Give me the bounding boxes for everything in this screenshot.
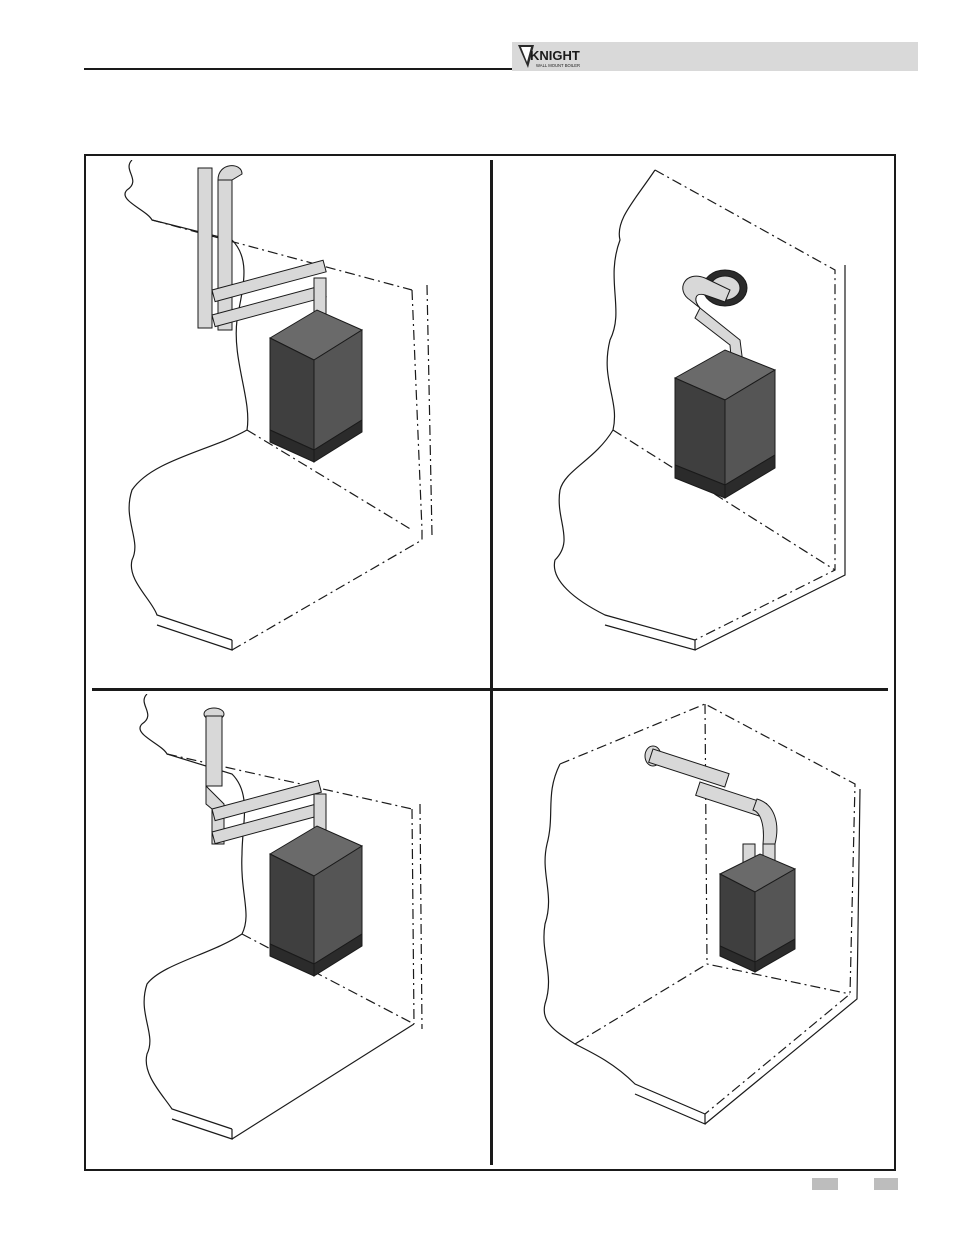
panel-top-right	[495, 160, 887, 686]
figure-divider-vertical	[490, 160, 493, 1165]
logo-wordmark: KNIGHT	[530, 48, 580, 63]
knight-logo: KNIGHT WALL MOUNT BOILER	[516, 43, 602, 70]
panel-bottom-left	[92, 694, 488, 1164]
panel-bottom-right	[495, 694, 887, 1164]
figure-divider-horizontal	[92, 688, 888, 691]
logo-subtitle: WALL MOUNT BOILER	[536, 63, 580, 68]
footer-tab-right	[874, 1178, 898, 1190]
footer-tab-left	[812, 1178, 838, 1190]
panel-top-left	[92, 160, 488, 686]
